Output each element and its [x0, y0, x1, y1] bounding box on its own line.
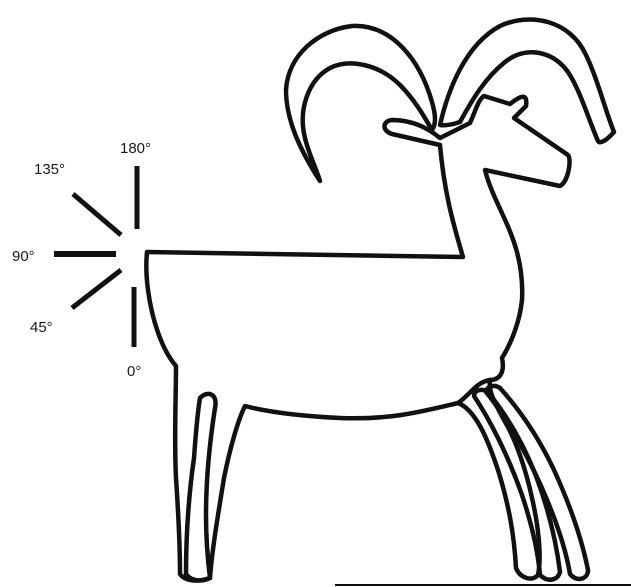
goat-figure — [146, 19, 614, 580]
label-45: 45° — [30, 319, 53, 336]
label-180: 180° — [120, 140, 151, 157]
ray-45 — [72, 270, 121, 308]
ray-135 — [73, 194, 121, 235]
left-horn — [286, 26, 435, 181]
front-leg-inner-a — [474, 390, 560, 580]
label-135: 135° — [34, 161, 65, 178]
angle-indicator: 180° 135° 90° 45° 0° — [12, 140, 151, 380]
label-90: 90° — [12, 248, 35, 265]
label-0: 0° — [127, 363, 141, 380]
